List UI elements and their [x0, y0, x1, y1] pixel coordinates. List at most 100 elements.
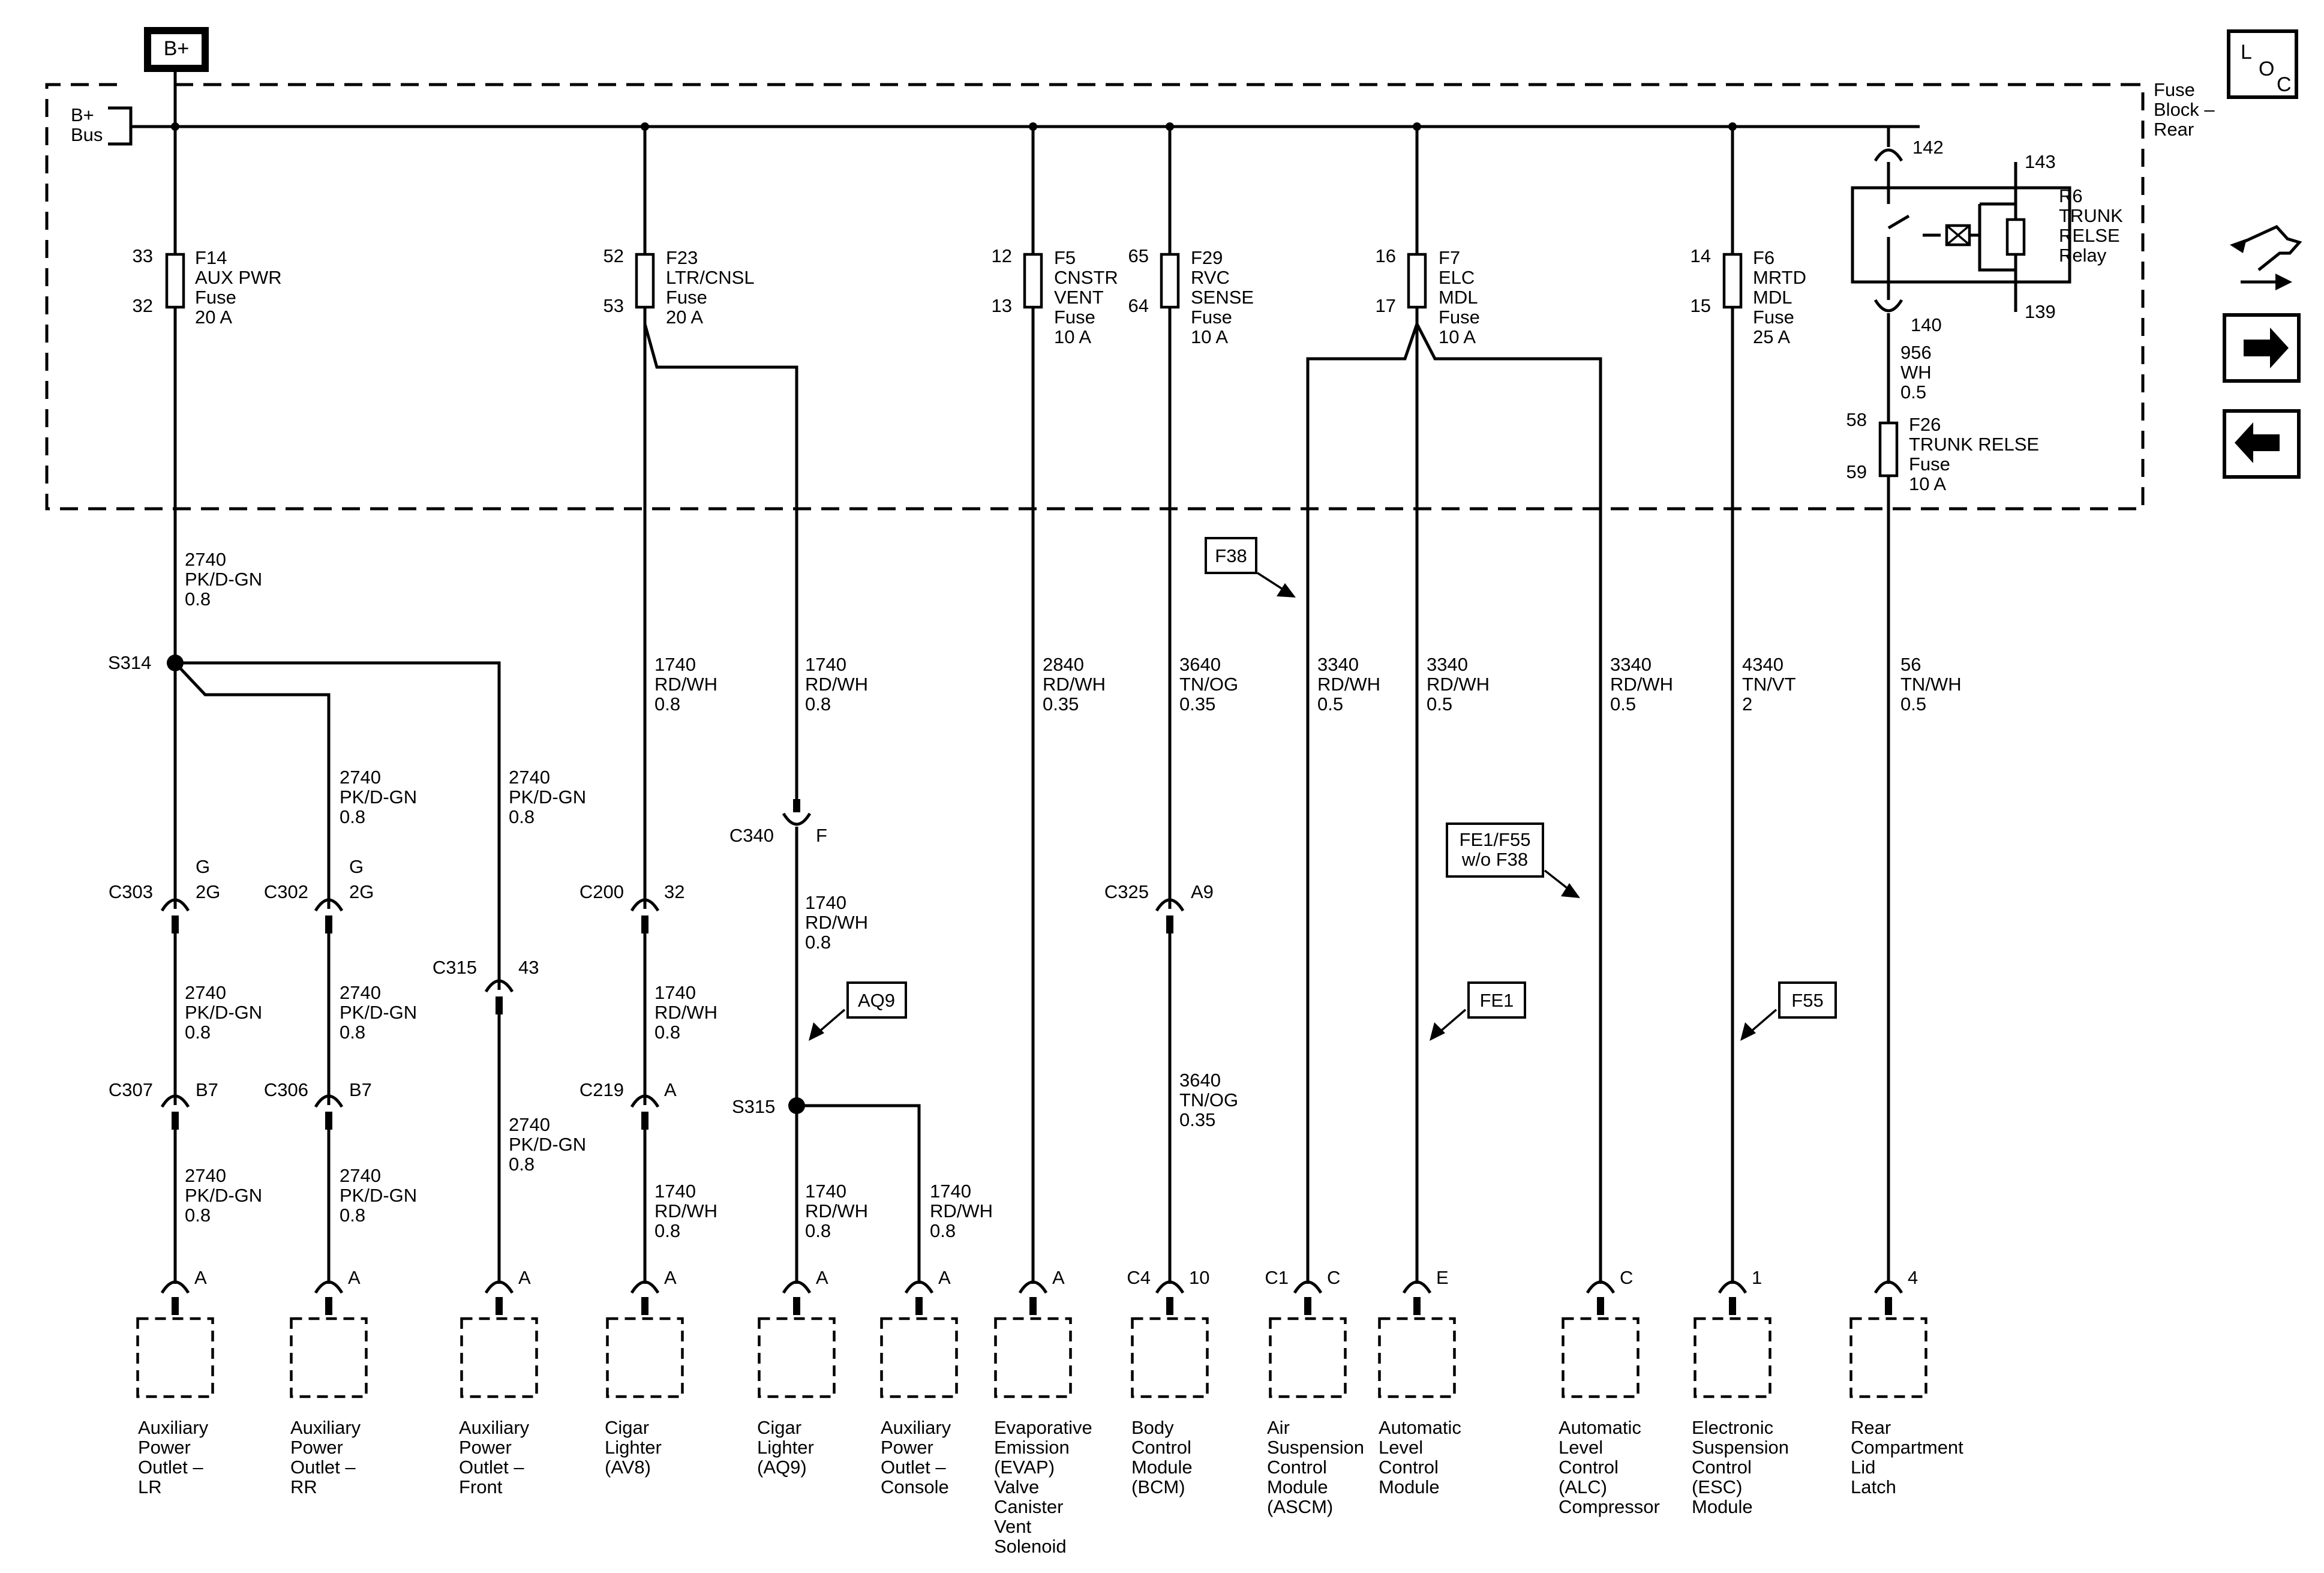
- component-pin-label: 1: [1752, 1267, 1762, 1288]
- component-name-line: (AQ9): [757, 1457, 807, 1478]
- fuse-f5: 12 13 F5 CNSTR VENT Fuse 10 A 2840 RD/WH…: [992, 122, 1118, 1284]
- svg-text:0.8: 0.8: [930, 1220, 956, 1241]
- component-name-line: Console: [881, 1476, 949, 1497]
- svg-text:B7: B7: [196, 1079, 218, 1100]
- svg-text:Fuse: Fuse: [666, 287, 707, 308]
- component-name-line: RR: [290, 1476, 317, 1497]
- svg-text:2740: 2740: [340, 1165, 381, 1186]
- component-connector: [1586, 1280, 1616, 1294]
- svg-text:C302: C302: [264, 881, 308, 902]
- svg-text:0.8: 0.8: [805, 694, 831, 715]
- svg-text:Fuse: Fuse: [1191, 307, 1232, 328]
- component-name-line: Body: [1131, 1417, 1174, 1438]
- component-name-line: Suspension: [1267, 1437, 1364, 1458]
- component-connector-label: C1: [1265, 1267, 1289, 1288]
- svg-text:PK/D-GN: PK/D-GN: [509, 786, 586, 807]
- svg-text:TRUNK RELSE: TRUNK RELSE: [1909, 434, 2039, 455]
- svg-text:0.8: 0.8: [805, 932, 831, 953]
- component-pin-label: C: [1620, 1267, 1633, 1288]
- svg-text:RD/WH: RD/WH: [1610, 674, 1673, 695]
- component-name-line: Solenoid: [994, 1536, 1067, 1557]
- svg-text:1740: 1740: [805, 892, 846, 913]
- svg-text:PK/D-GN: PK/D-GN: [185, 569, 262, 590]
- svg-text:139: 139: [2025, 301, 2056, 322]
- svg-text:C219: C219: [580, 1079, 624, 1100]
- fuse-f6: 14 15 F6 MRTD MDL Fuse 25 A 4340 TN/VT 2: [1691, 122, 1806, 1284]
- path-cigar-lighter-av8: 1740 RD/WH 0.8 C200 32 1740 RD/WH 0.8 C2…: [580, 654, 717, 1284]
- svg-text:Rear: Rear: [2154, 119, 2194, 140]
- component-name-line: Cigar: [757, 1417, 801, 1438]
- svg-text:32: 32: [664, 881, 684, 902]
- svg-text:Fuse: Fuse: [1909, 454, 1950, 475]
- component-name-line: Lid: [1851, 1457, 1875, 1478]
- component-name-line: Module: [1379, 1476, 1440, 1497]
- component-name-line: (BCM): [1131, 1476, 1185, 1497]
- component-box: [606, 1317, 684, 1398]
- component-box: [290, 1317, 368, 1398]
- svg-text:0.8: 0.8: [185, 1022, 211, 1043]
- svg-text:F: F: [816, 825, 827, 846]
- svg-text:0.35: 0.35: [1179, 1109, 1215, 1130]
- component-name-line: Module: [1131, 1457, 1193, 1478]
- svg-text:2740: 2740: [340, 767, 381, 788]
- component-name-line: Rear: [1851, 1417, 1891, 1438]
- location-icon[interactable]: L O C: [2227, 29, 2298, 99]
- component-name-line: Latch: [1851, 1476, 1896, 1497]
- svg-text:A: A: [664, 1079, 677, 1100]
- component-name-line: (ALC): [1559, 1476, 1607, 1497]
- svg-text:0.5: 0.5: [1317, 694, 1343, 715]
- fuse-f7: 16 17 F7 ELC MDL Fuse 10 A 3340 RD/WH 0.…: [1306, 122, 1673, 1284]
- component-box: [1378, 1317, 1456, 1398]
- component-box: [1694, 1317, 1771, 1398]
- option-callout-fe1-f55: FE1/F55 w/o F38: [1446, 822, 1580, 898]
- svg-text:B7: B7: [349, 1079, 372, 1100]
- svg-text:Bus: Bus: [71, 124, 103, 145]
- component-connector-label: C4: [1127, 1267, 1151, 1288]
- svg-text:G: G: [349, 856, 364, 877]
- component-name-line: (ASCM): [1267, 1496, 1333, 1517]
- svg-text:TN/OG: TN/OG: [1179, 674, 1238, 695]
- svg-text:3340: 3340: [1317, 654, 1359, 675]
- component-pin-label: 4: [1908, 1267, 1918, 1288]
- relay-r6: 142 143 140 139 R6 TRUNK RELSE Relay 956…: [1851, 125, 2123, 423]
- component-pin: [1597, 1297, 1604, 1315]
- component-7: AEvaporativeEmission(EVAP)ValveCanisterV…: [994, 1267, 1092, 1557]
- component-name-line: Control: [1379, 1457, 1439, 1478]
- svg-text:FE1/F55: FE1/F55: [1460, 829, 1531, 850]
- svg-text:140: 140: [1911, 314, 1942, 335]
- component-name-line: Air: [1267, 1417, 1290, 1438]
- component-name-line: Valve: [994, 1476, 1039, 1497]
- previous-page-arrow-icon[interactable]: [2223, 409, 2301, 479]
- component-connector: [782, 1280, 812, 1294]
- svg-text:33: 33: [133, 245, 153, 266]
- svg-text:VENT: VENT: [1054, 287, 1104, 308]
- component-name-line: Front: [459, 1476, 503, 1497]
- svg-text:RVC: RVC: [1191, 267, 1230, 288]
- component-pin-label: A: [518, 1267, 531, 1288]
- svg-text:0.35: 0.35: [1179, 694, 1215, 715]
- component-pin: [172, 1297, 179, 1315]
- svg-text:RD/WH: RD/WH: [1427, 674, 1490, 695]
- svg-text:0.5: 0.5: [1900, 382, 1926, 403]
- svg-text:w/o F38: w/o F38: [1461, 849, 1528, 870]
- svg-text:17: 17: [1376, 295, 1396, 316]
- wire-2740-main-label: 2740 PK/D-GN 0.8: [185, 549, 262, 610]
- component-name-line: Power: [138, 1437, 191, 1458]
- component-name-line: Control: [1692, 1457, 1752, 1478]
- svg-text:0.5: 0.5: [1427, 694, 1452, 715]
- svg-text:3640: 3640: [1179, 1070, 1221, 1091]
- next-page-arrow-icon[interactable]: [2223, 313, 2301, 383]
- schematic-toggle-icon[interactable]: [2230, 224, 2302, 290]
- component-box: [1131, 1317, 1209, 1398]
- svg-text:4340: 4340: [1742, 654, 1783, 675]
- svg-text:RD/WH: RD/WH: [1043, 674, 1106, 695]
- svg-text:TN/OG: TN/OG: [1179, 1089, 1238, 1110]
- component-pin: [496, 1297, 503, 1315]
- component-pin: [915, 1297, 923, 1315]
- svg-text:Block –: Block –: [2154, 99, 2215, 120]
